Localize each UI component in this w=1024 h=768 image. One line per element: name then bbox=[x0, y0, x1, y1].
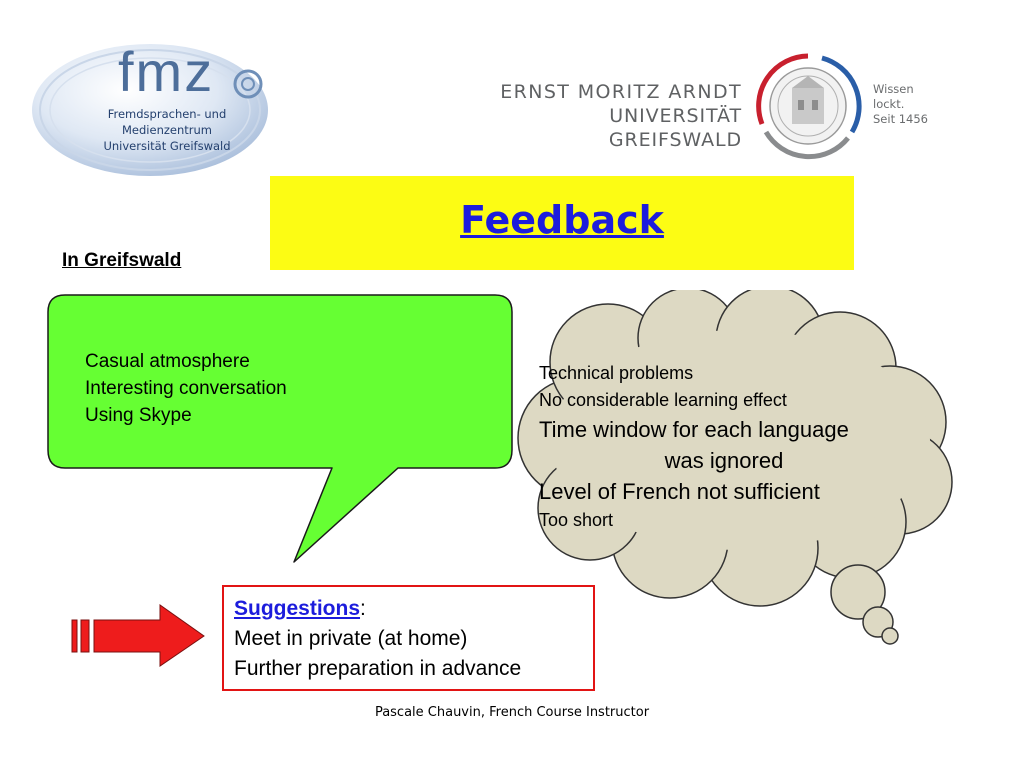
negative-item: Too short bbox=[539, 510, 614, 530]
positives-list: Casual atmosphere Interesting conversati… bbox=[85, 348, 287, 429]
suggestions-colon: : bbox=[360, 597, 366, 620]
suggestion-item: Meet in private (at home) bbox=[234, 627, 468, 650]
fmz-logo: fmz Fremdsprachen- und Medienzentrum Uni… bbox=[30, 40, 280, 180]
page-title: Feedback bbox=[460, 198, 664, 242]
university-line: UNIVERSITÄT GREIFSWALD bbox=[608, 105, 742, 151]
negative-item: was ignored bbox=[664, 448, 784, 473]
slogan-line: Wissen bbox=[873, 82, 914, 96]
negatives-list: Technical problems No considerable learn… bbox=[539, 360, 909, 534]
negative-item: No considerable learning effect bbox=[539, 390, 787, 410]
positive-item: Interesting conversation bbox=[85, 378, 287, 399]
negative-item: Time window for each language bbox=[539, 417, 849, 442]
footer-credit: Pascale Chauvin, French Course Instructo… bbox=[374, 705, 650, 720]
title-banner: Feedback bbox=[270, 176, 854, 270]
slogan-line: lockt. bbox=[873, 97, 905, 111]
right-arrow-icon bbox=[71, 604, 205, 667]
university-seal-icon bbox=[756, 53, 862, 160]
university-name: ERNST MORITZ ARNDT UNIVERSITÄT GREIFSWAL… bbox=[487, 80, 742, 152]
speech-bubble-shape bbox=[47, 294, 513, 563]
suggestions-box: Suggestions: Meet in private (at home) F… bbox=[222, 585, 595, 691]
suggestions-content: Suggestions: Meet in private (at home) F… bbox=[234, 594, 521, 684]
slogan-line: Seit 1456 bbox=[873, 112, 929, 126]
suggestions-heading: Suggestions bbox=[234, 597, 361, 620]
university-slogan: Wissen lockt. Seit 1456 bbox=[873, 82, 928, 127]
university-line: ERNST MORITZ ARNDT bbox=[500, 81, 742, 103]
negative-item: Technical problems bbox=[539, 363, 694, 383]
fmz-name: Fremdsprachen- und Medienzentrum Univers… bbox=[82, 106, 252, 154]
section-subtitle: In Greifswald bbox=[62, 250, 182, 271]
fmz-wordmark: fmz bbox=[118, 40, 215, 103]
fmz-logo-icon bbox=[32, 44, 268, 176]
fmz-line: Universität Greifswald bbox=[103, 139, 231, 153]
positive-item: Casual atmosphere bbox=[85, 351, 250, 372]
positive-item: Using Skype bbox=[85, 405, 192, 426]
thought-cloud-shape bbox=[517, 290, 953, 645]
university-seal bbox=[752, 50, 864, 162]
fmz-line: Fremdsprachen- und bbox=[107, 107, 227, 121]
fmz-line: Medienzentrum bbox=[122, 123, 212, 137]
suggestion-item: Further preparation in advance bbox=[234, 657, 522, 680]
negative-item: Level of French not sufficient bbox=[539, 479, 820, 504]
